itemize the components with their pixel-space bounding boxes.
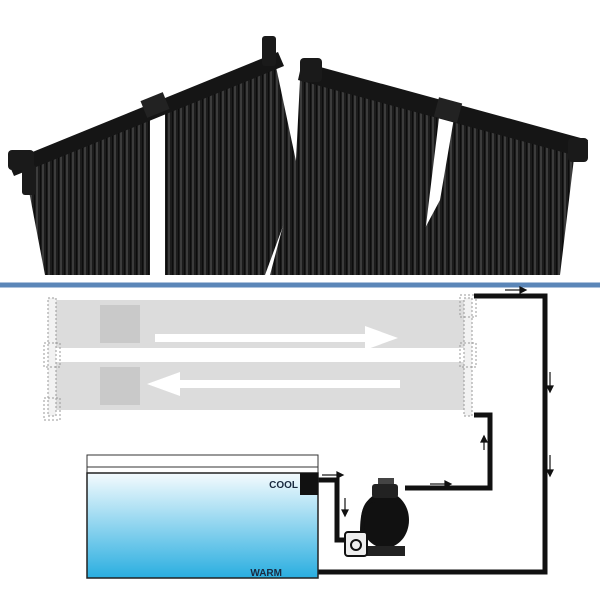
skimmer-outlet (300, 473, 318, 495)
flow-arrow-left (147, 372, 400, 396)
pump-filter (344, 478, 409, 557)
pool: COOL WARM (86, 454, 319, 579)
pipes (285, 293, 548, 575)
solar-panel-right-photo (270, 58, 588, 275)
flow-arrow-right (155, 326, 398, 350)
flow-direction-arrows (322, 286, 554, 518)
solar-panel-left-photo (8, 36, 300, 275)
cool-label: COOL (269, 480, 298, 491)
panel-diagram (43, 294, 477, 421)
warm-label: WARM (250, 568, 282, 579)
